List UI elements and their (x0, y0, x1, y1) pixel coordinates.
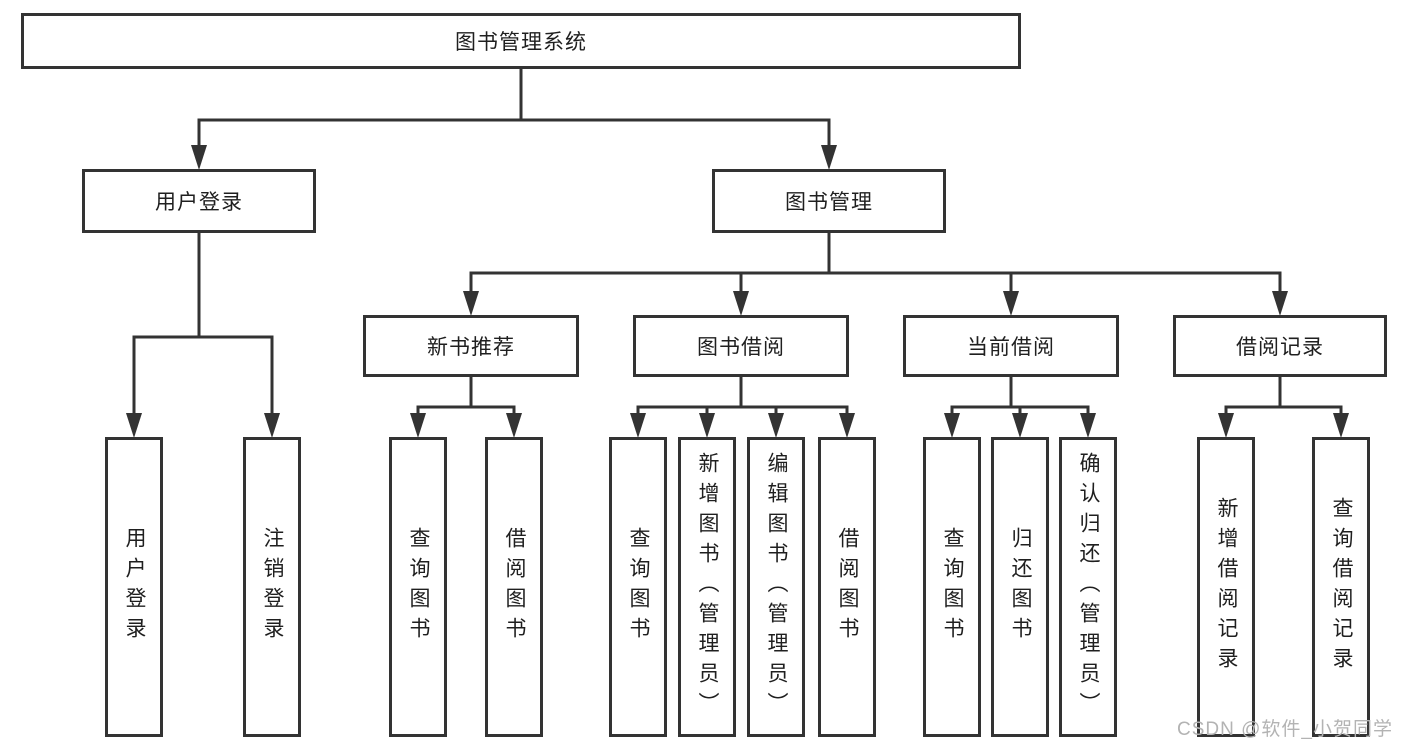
node-cb-confirm: 确认归还（管理员） (1059, 437, 1117, 737)
node-bb-edit: 编辑图书（管理员） (747, 437, 805, 737)
node-rec-query: 查询图书 (389, 437, 447, 737)
arrowhead-icon (463, 291, 479, 316)
node-br-query: 查询借阅记录 (1312, 437, 1370, 737)
arrowhead-icon (821, 145, 837, 170)
node-logout: 注销登录 (243, 437, 301, 737)
node-label: 查询图书 (407, 527, 430, 647)
node-label: 注销登录 (261, 527, 284, 647)
arrowhead-icon (1080, 413, 1096, 438)
node-label: 编辑图书（管理员） (765, 452, 788, 722)
node-bb-borrow: 借阅图书 (818, 437, 876, 737)
node-label: 借阅记录 (1236, 336, 1324, 359)
node-label: 新增图书（管理员） (696, 452, 719, 722)
node-label: 借阅图书 (836, 527, 859, 647)
node-label: 当前借阅 (967, 336, 1055, 359)
node-label: 图书借阅 (697, 336, 785, 359)
node-book-mgmt: 图书管理 (712, 169, 946, 233)
arrowhead-icon (944, 413, 960, 438)
arrowhead-icon (410, 413, 426, 438)
node-label: 新书推荐 (427, 336, 515, 359)
node-login: 用户登录 (105, 437, 163, 737)
node-new-book-rec: 新书推荐 (363, 315, 579, 377)
node-cb-return: 归还图书 (991, 437, 1049, 737)
arrowhead-icon (839, 413, 855, 438)
node-label: 图书管理 (785, 191, 873, 214)
arrowhead-icon (768, 413, 784, 438)
node-book-borrow: 图书借阅 (633, 315, 849, 377)
arrowhead-icon (1272, 291, 1288, 316)
node-label: 查询图书 (627, 527, 650, 647)
arrowhead-icon (264, 413, 280, 438)
node-root: 图书管理系统 (21, 13, 1021, 69)
node-bb-query: 查询图书 (609, 437, 667, 737)
arrowhead-icon (630, 413, 646, 438)
node-label: 借阅图书 (503, 527, 526, 647)
arrowhead-icon (191, 145, 207, 170)
node-br-add: 新增借阅记录 (1197, 437, 1255, 737)
node-cb-query: 查询图书 (923, 437, 981, 737)
node-rec-borrow: 借阅图书 (485, 437, 543, 737)
node-label: 新增借阅记录 (1215, 497, 1238, 677)
arrowhead-icon (126, 413, 142, 438)
arrowhead-icon (699, 413, 715, 438)
node-label: 用户登录 (123, 527, 146, 647)
node-label: 查询图书 (941, 527, 964, 647)
node-label: 确认归还（管理员） (1077, 452, 1100, 722)
arrowhead-icon (1218, 413, 1234, 438)
node-user-login: 用户登录 (82, 169, 316, 233)
node-current-borrow: 当前借阅 (903, 315, 1119, 377)
node-label: 查询借阅记录 (1330, 497, 1353, 677)
node-label: 图书管理系统 (455, 31, 587, 54)
node-bb-add: 新增图书（管理员） (678, 437, 736, 737)
arrowhead-icon (733, 291, 749, 316)
node-label: 归还图书 (1009, 527, 1032, 647)
arrowhead-icon (506, 413, 522, 438)
arrowhead-icon (1012, 413, 1028, 438)
node-label: 用户登录 (155, 191, 243, 214)
arrowhead-icon (1003, 291, 1019, 316)
node-borrow-records: 借阅记录 (1173, 315, 1387, 377)
arrowhead-icon (1333, 413, 1349, 438)
